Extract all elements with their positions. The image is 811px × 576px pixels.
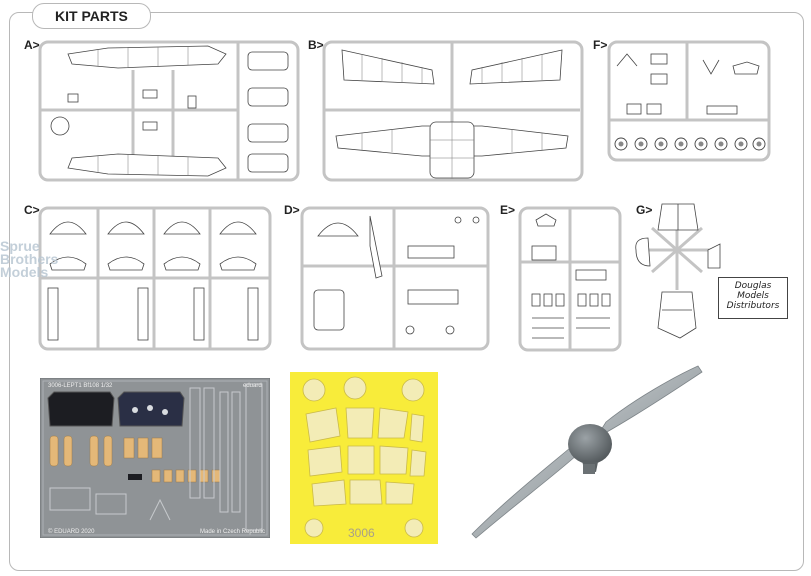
sprue-a-drawing xyxy=(38,40,300,182)
watermark-line-2: Brothers xyxy=(0,251,59,267)
pe-made-in-text: Made in Czech Republic xyxy=(200,529,265,535)
sprue-label-g: G> xyxy=(636,203,653,217)
sprue-label-d: D> xyxy=(284,203,300,217)
pe-brand-text: eduard xyxy=(243,383,262,389)
pe-code-text: 3006-LEPT1 Bf108 1/32 xyxy=(48,383,113,389)
distributor-line-1: Douglas xyxy=(734,281,772,291)
sprue-d-drawing xyxy=(300,206,490,351)
distributor-box: Douglas Models Distributors xyxy=(718,277,788,319)
sprue-label-b: B> xyxy=(308,38,324,52)
sprue-b-drawing xyxy=(322,40,584,182)
sprue-e-drawing xyxy=(518,206,622,352)
sprue-label-f: F> xyxy=(593,38,608,52)
canopy-mask-sheet: 3006 xyxy=(290,372,438,544)
sprue-label-e: E> xyxy=(500,203,516,217)
watermark-logo: Sprue Brothers Models xyxy=(0,238,88,280)
sprue-label-a: A> xyxy=(24,38,40,52)
distributor-line-2: Models xyxy=(737,291,769,301)
pe-copyright-text: © EDUARD 2020 xyxy=(48,528,95,535)
parts-frame xyxy=(9,12,804,571)
distributor-line-3: Distributors xyxy=(726,301,780,311)
photo-etch-fret: 3006-LEPT1 Bf108 1/32 eduard © EDUARD 20… xyxy=(40,378,270,538)
sprue-label-c: C> xyxy=(24,203,40,217)
page-title: KIT PARTS xyxy=(32,3,151,29)
sprue-f-drawing xyxy=(607,40,771,162)
watermark-line-3: Models xyxy=(0,264,49,280)
watermark-line-1: Sprue xyxy=(0,238,40,254)
propeller-render xyxy=(471,365,703,539)
mask-number-text: 3006 xyxy=(348,526,375,540)
sprue-c-drawing xyxy=(38,206,272,351)
sprue-g-drawing xyxy=(635,203,721,339)
